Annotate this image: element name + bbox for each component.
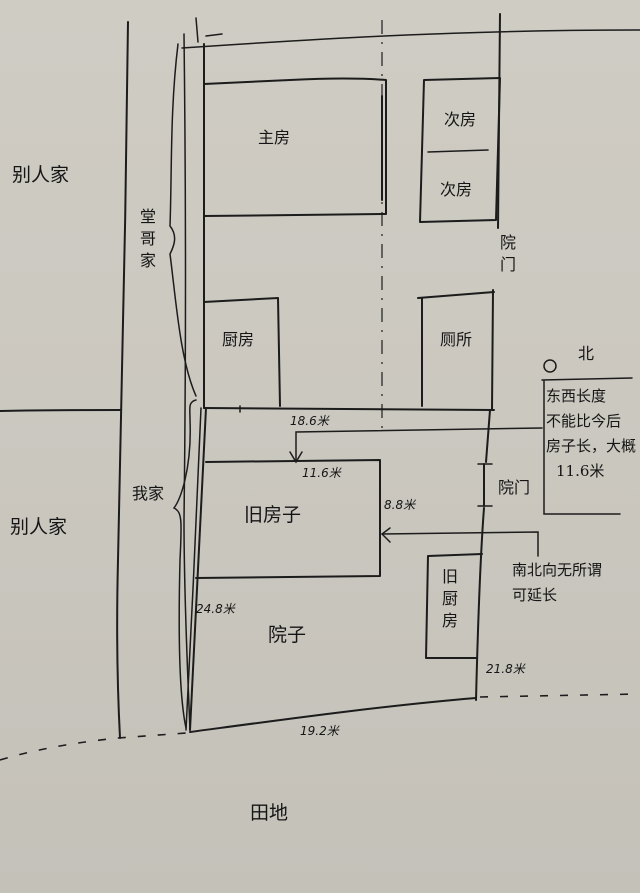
label-side-room-1: 次房 — [444, 110, 477, 129]
note-ew-line-2: 不能比今后 — [546, 412, 622, 430]
north-marker-label: 北 — [578, 344, 595, 363]
north-boundary — [181, 29, 640, 49]
cousin-house-bracket — [169, 43, 197, 397]
label-old-house: 旧房子 — [244, 504, 302, 526]
note-ns-line-1: 南北向无所谓 — [512, 561, 603, 579]
label-toilet: 厕所 — [440, 330, 473, 349]
main-room-outline — [203, 77, 387, 217]
alley-west-line — [116, 21, 129, 739]
old-house-outline — [195, 459, 381, 579]
note-ew-line-4: 11.6米 — [556, 462, 605, 480]
north-circle-icon — [543, 359, 557, 373]
label-gate-north: 院门 — [497, 234, 516, 278]
note-north-south: 南北向无所谓 可延长 — [512, 558, 602, 608]
label-main-room: 主房 — [258, 128, 291, 147]
toilet-outline — [417, 291, 495, 407]
arrow-line-ew — [295, 427, 543, 461]
east-wall-south — [475, 507, 485, 701]
dim-19-2: 19.2米 — [300, 724, 339, 738]
field-edge-east — [479, 693, 640, 698]
field-edge-west — [0, 732, 187, 761]
alley-east-line — [183, 33, 191, 731]
note-ew-line-1: 东西长度 — [546, 387, 607, 405]
dim-line-18-6 — [203, 407, 495, 411]
property-west-wall-south — [189, 407, 207, 731]
old-kitchen-outline — [425, 553, 483, 659]
kitchen-outline — [203, 297, 281, 407]
east-wall-mid — [491, 289, 494, 411]
label-courtyard: 院子 — [268, 624, 307, 646]
side-rooms-outline — [419, 77, 501, 223]
east-wall-north — [497, 13, 501, 229]
label-field: 田地 — [250, 802, 289, 824]
label-neighbor-sw: 别人家 — [10, 516, 68, 538]
dim-8-8: 8.8米 — [384, 498, 416, 512]
neighbor-boundary — [0, 409, 121, 412]
label-my-house: 我家 — [132, 484, 165, 503]
note-ew-line-3: 房子长，大概 — [546, 437, 637, 455]
note-box-ew — [541, 377, 633, 515]
note-east-west: 东西长度 不能比今后 房子长，大概 11.6米 — [546, 384, 636, 484]
label-side-room-2: 次房 — [440, 180, 473, 199]
dim-18-6: 18.6米 — [290, 414, 329, 428]
label-neighbor-nw: 别人家 — [12, 164, 70, 186]
label-cousin-house: 堂哥家 — [137, 208, 156, 274]
label-old-kitchen: 旧厨房 — [439, 568, 458, 634]
side-room-divider — [427, 149, 489, 153]
label-kitchen: 厨房 — [222, 330, 255, 349]
south-boundary — [189, 697, 477, 733]
dim-24-8: 24.8米 — [196, 602, 235, 616]
dim-11-6: 11.6米 — [302, 466, 341, 480]
my-house-bracket — [172, 399, 197, 729]
label-gate-south: 院门 — [498, 478, 531, 497]
dim-21-8: 21.8米 — [486, 662, 525, 676]
note-ns-line-2: 可延长 — [512, 586, 558, 604]
arrow-line-ns — [381, 531, 539, 557]
